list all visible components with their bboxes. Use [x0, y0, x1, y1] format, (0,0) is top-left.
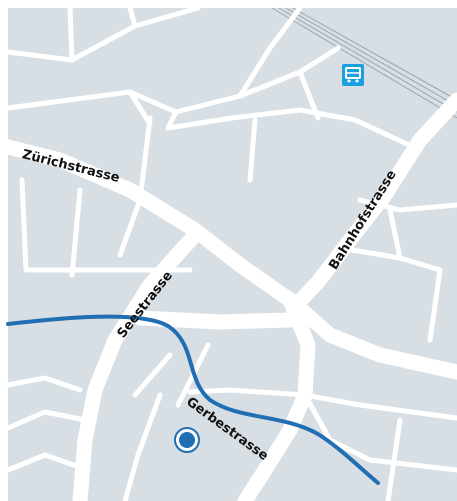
rail-tracks	[271, 7, 457, 119]
minor-streets	[5, 5, 457, 501]
train-station-icon[interactable]	[342, 64, 364, 86]
location-marker-icon[interactable]	[174, 427, 200, 453]
main-streets	[0, 92, 457, 501]
river	[6, 314, 380, 485]
